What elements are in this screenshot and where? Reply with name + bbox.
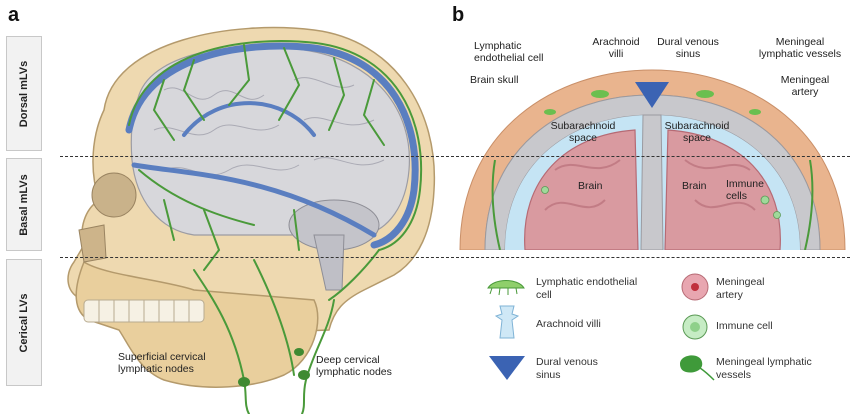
eye-socket [92,173,136,217]
meningeal-lymphatic-vessels-icon [676,350,716,382]
label-meningeal-lymphatic-line2: lymphatic vessels [750,48,850,60]
deep-nodes-label-line2: lymphatic nodes [316,366,392,378]
dural-venous-sinus-icon [487,353,527,383]
head-illustration [44,0,474,414]
label-meningeal-artery-line1: Meningeal [770,74,840,86]
label-arachnoid-villi-line2: villi [586,48,646,60]
cervical-lvs-label-box: Cerical LVs [6,259,42,386]
superficial-lymph-node [238,377,250,387]
label-meningeal-lymphatic: Meningeal lymphatic vessels [750,36,850,60]
deep-nodes-label: Deep cervical lymphatic nodes [316,354,392,378]
label-subarachnoid-left: Subarachnoid space [538,120,628,144]
divider-dorsal-basal [60,156,850,157]
label-meningeal-artery: Meningeal artery [770,74,840,98]
legend-label-lymphatic-endothelial-line1: Lymphatic endothelial [536,276,637,289]
label-dural-venous-sinus-line1: Dural venous [648,36,728,48]
legend-label-dural-venous-sinus-line2: sinus [536,369,598,382]
dorsal-mlvs-label: Dorsal mLVs [18,60,30,126]
legend-label-arachnoid-villi: Arachnoid villi [536,318,601,331]
arachnoid-villi-icon [492,304,522,340]
deep-nodes-label-line1: Deep cervical [316,354,392,366]
legend-label-meningeal-artery-line1: Meningeal [716,276,764,289]
label-immune-cells: Immune cells [726,178,764,202]
basal-mlvs-label-box: Basal mLVs [6,158,42,251]
dorsal-mlvs-label-box: Dorsal mLVs [6,36,42,151]
label-immune-cells-line1: Immune [726,178,764,190]
lymphatic-endothelial-cell-icon [486,274,526,298]
label-subarachnoid-right: Subarachnoid space [652,120,742,144]
legend-label-lymphatic-endothelial-line2: cell [536,289,637,302]
label-subarachnoid-left-line2: space [538,132,628,144]
label-lymphatic-endothelial-line1: Lymphatic [474,40,543,52]
label-brain-left: Brain [578,180,603,192]
superficial-nodes-label-line1: Superficial cervical [118,351,206,363]
legend-label-lymphatic-endothelial: Lymphatic endothelial cell [536,276,637,302]
label-lymphatic-endothelial: Lymphatic endothelial cell [474,40,543,64]
label-brain-right: Brain [682,180,707,192]
superficial-nodes-label-line2: lymphatic nodes [118,363,206,375]
label-brain-skull: Brain skull [470,74,518,86]
label-subarachnoid-left-line1: Subarachnoid [538,120,628,132]
label-dural-venous-sinus: Dural venous sinus [648,36,728,60]
label-subarachnoid-right-line1: Subarachnoid [652,120,742,132]
legend-label-meningeal-lymphatic-line1: Meningeal lymphatic [716,356,812,369]
deep-lymph-node-2 [294,348,304,356]
legend-label-dural-venous-sinus-line1: Dural venous [536,356,598,369]
cervical-lvs-label: Cerical LVs [18,293,30,352]
legend-label-meningeal-artery-line2: artery [716,289,764,302]
label-subarachnoid-right-line2: space [652,132,742,144]
basal-mlvs-label: Basal mLVs [18,174,30,236]
label-lymphatic-endothelial-line2: endothelial cell [474,52,543,64]
label-arachnoid-villi-line1: Arachnoid [586,36,646,48]
legend-label-dural-venous-sinus: Dural venous sinus [536,356,598,382]
superficial-nodes-label: Superficial cervical lymphatic nodes [118,351,206,375]
label-meningeal-artery-line2: artery [770,86,840,98]
legend-label-meningeal-lymphatic-line2: vessels [716,369,812,382]
label-arachnoid-villi: Arachnoid villi [586,36,646,60]
deep-lymph-node [298,370,310,380]
legend-label-meningeal-lymphatic: Meningeal lymphatic vessels [716,356,812,382]
legend-label-meningeal-artery: Meningeal artery [716,276,764,302]
legend-label-immune-cell: Immune cell [716,320,773,333]
label-meningeal-lymphatic-line1: Meningeal [750,36,850,48]
label-immune-cells-line2: cells [726,190,764,202]
panel-a-letter: a [8,4,19,27]
meningeal-artery-icon [680,272,710,302]
brain [131,46,409,235]
label-dural-venous-sinus-line2: sinus [648,48,728,60]
immune-cell-icon [680,312,710,342]
divider-basal-cervical [60,257,850,258]
